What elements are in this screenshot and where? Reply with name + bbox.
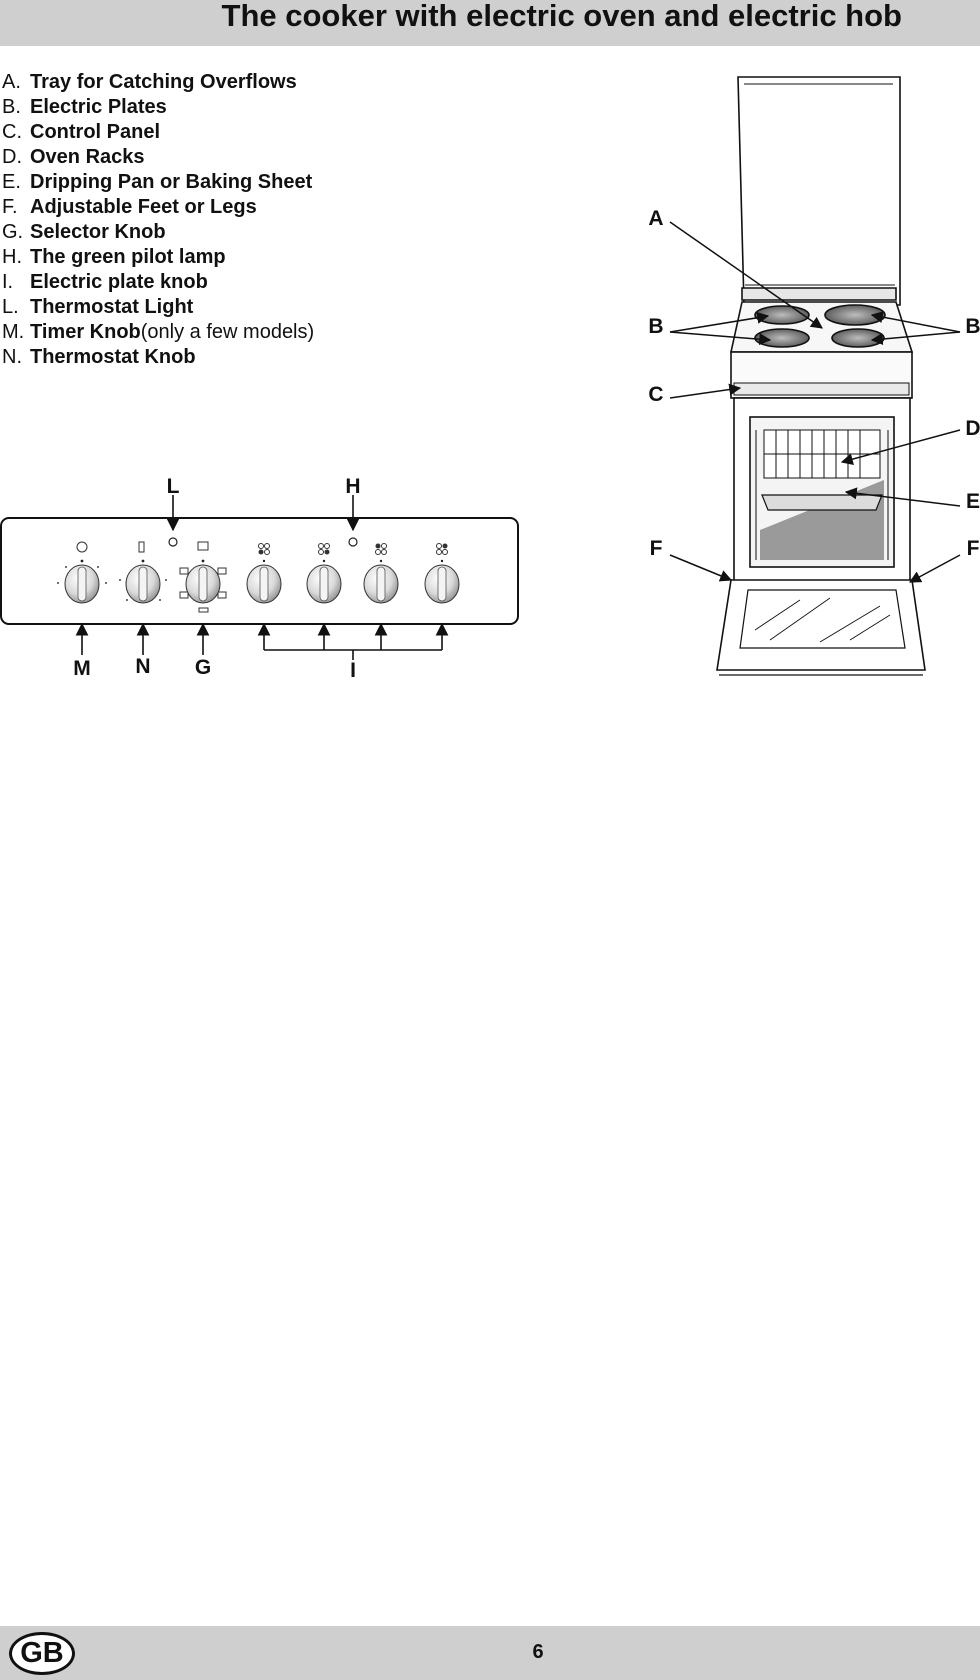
callout-label-b-left: B <box>648 315 663 338</box>
legend-key: M. <box>2 321 25 343</box>
legend-name: Electric Plates <box>30 96 167 118</box>
callout-label-h: H <box>345 475 360 498</box>
legend-key: F. <box>2 196 18 218</box>
callout-label-d: D <box>965 417 980 440</box>
control-panel-diagram: L H M N G I <box>0 475 519 682</box>
legend-key: E. <box>2 171 21 193</box>
legend-item: A. Tray for Catching Overflows <box>2 70 314 95</box>
cooker-callouts <box>669 221 961 583</box>
callout-label-n: N <box>135 655 150 678</box>
oven-rack <box>763 429 881 479</box>
legend-item: F. Adjustable Feet or Legs <box>2 195 314 220</box>
dripping-pan <box>761 494 883 511</box>
legend-name: Timer Knob <box>30 321 141 343</box>
legend-name: Dripping Pan or Baking Sheet <box>30 171 313 193</box>
legend-name: Adjustable Feet or Legs <box>30 196 257 218</box>
legend-item: G. Selector Knob <box>2 220 314 245</box>
legend-item: C. Control Panel <box>2 120 314 145</box>
legend-key: A. <box>2 71 21 93</box>
plate-knob-icon <box>424 543 460 604</box>
legend-name: Thermostat Knob <box>30 346 196 368</box>
parts-legend: A. Tray for Catching Overflows B. Electric… <box>2 70 314 370</box>
legend-item: B. Electric Plates <box>2 95 314 120</box>
legend-name: Selector Knob <box>30 221 166 243</box>
legend-key: D. <box>2 146 22 168</box>
callout-label-c: C <box>648 383 663 406</box>
legend-key: L. <box>2 296 19 318</box>
footer-bar: GB 6 <box>0 1626 980 1680</box>
callout-bracket-i <box>257 622 449 660</box>
pilot-lamp-icon <box>348 537 358 547</box>
thermostat-knob-icon <box>119 541 167 604</box>
electric-plate <box>754 328 810 348</box>
overflow-tray <box>741 287 897 301</box>
legend-key: C. <box>2 121 22 143</box>
legend-item: H. The green pilot lamp <box>2 245 314 270</box>
thermostat-light-icon <box>168 537 178 547</box>
legend-key: G. <box>2 221 24 243</box>
legend-item: I. Electric plate knob <box>2 270 314 295</box>
legend-name: Thermostat Light <box>30 296 194 318</box>
selector-knob-icon <box>179 541 227 613</box>
page-number: 6 <box>532 1641 544 1663</box>
plate-knob-icon <box>306 543 342 604</box>
callout-label-g: G <box>195 656 211 679</box>
plate-knob-icon <box>246 543 282 604</box>
plate-knob-icon <box>363 543 399 604</box>
legend-item: M.Timer Knob (only a few models) <box>2 320 314 345</box>
legend-key: N. <box>2 346 22 368</box>
callout-label-e: E <box>966 490 980 513</box>
callout-label-m: M <box>73 657 91 680</box>
legend-key: B. <box>2 96 21 118</box>
callout-label-i: I <box>350 659 356 682</box>
header-bar: The cooker with electric oven and electr… <box>0 0 980 46</box>
callout-label-f-right: F <box>967 537 980 560</box>
legend-item: N. Thermostat Knob <box>2 345 314 370</box>
legend-name: Electric plate knob <box>30 271 208 293</box>
callout-label-a: A <box>648 207 663 230</box>
legend-item: L. Thermostat Light <box>2 295 314 320</box>
legend-note: (only a few models) <box>140 321 315 343</box>
electric-plate <box>831 328 885 348</box>
legend-name: Tray for Catching Overflows <box>30 71 297 93</box>
electric-plate <box>754 305 810 325</box>
timer-knob-icon <box>57 541 107 604</box>
legend-item: D. Oven Racks <box>2 145 314 170</box>
legend-item: E. Dripping Pan or Baking Sheet <box>2 170 314 195</box>
legend-name: The green pilot lamp <box>30 246 226 268</box>
legend-name: Control Panel <box>30 121 161 143</box>
callout-label-b-right: B <box>965 315 980 338</box>
electric-plate <box>824 304 886 326</box>
legend-name: Oven Racks <box>30 146 145 168</box>
callout-label-l: L <box>167 475 180 498</box>
legend-key: H. <box>2 246 22 268</box>
cooker-lid <box>737 76 901 306</box>
legend-key: I. <box>2 271 14 293</box>
callout-label-f-left: F <box>650 537 663 560</box>
page-title: The cooker with electric oven and electr… <box>221 0 902 33</box>
cooker-illustration <box>716 76 926 676</box>
country-badge: GB <box>9 1632 75 1675</box>
